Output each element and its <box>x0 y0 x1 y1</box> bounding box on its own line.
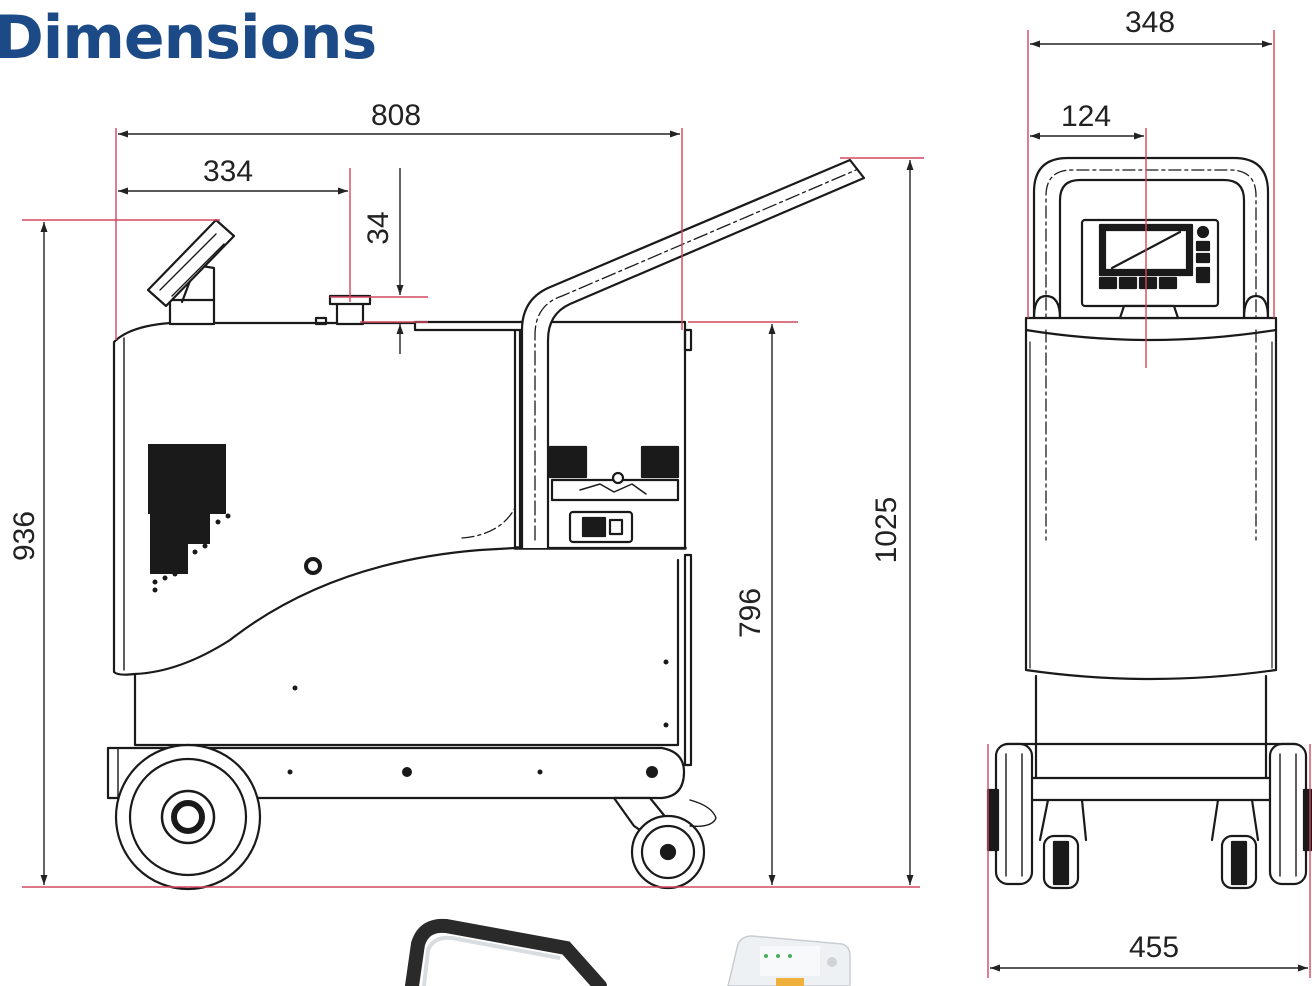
front-wheels <box>986 742 1312 890</box>
label-796: 796 <box>734 588 767 638</box>
ventilation-grid <box>148 444 231 593</box>
label-124: 124 <box>1061 100 1111 133</box>
label-1025: 1025 <box>870 497 903 564</box>
label-34: 34 <box>362 211 395 244</box>
product-photo-fragments <box>405 918 851 986</box>
reference-lines <box>22 30 1311 978</box>
side-rear-wheel <box>114 743 262 891</box>
photo-handle-fragment <box>405 918 607 986</box>
side-control-panel <box>146 218 236 308</box>
front-body <box>1024 316 1278 681</box>
dimension-arrows <box>40 40 1308 972</box>
side-front-castor <box>612 796 717 890</box>
side-handle <box>520 158 866 550</box>
hose-connectors <box>548 445 680 544</box>
dimension-labels: 808 334 34 936 796 1025 348 124 455 <box>8 6 1179 964</box>
label-936: 936 <box>8 511 41 561</box>
front-lower-frame <box>1034 674 1268 782</box>
side-panel-stand <box>168 298 216 326</box>
side-lower-frame <box>133 558 680 747</box>
front-view-machine <box>986 156 1312 890</box>
front-control-panel <box>1080 218 1220 320</box>
label-455: 455 <box>1129 931 1179 964</box>
label-348: 348 <box>1125 6 1175 39</box>
page-title: Dimensions <box>0 3 377 73</box>
front-handle <box>1032 156 1270 320</box>
label-808: 808 <box>371 99 421 132</box>
side-view-machine <box>106 158 866 891</box>
side-top-nozzle <box>335 300 365 326</box>
label-334: 334 <box>203 155 253 188</box>
body-knob <box>304 557 322 575</box>
